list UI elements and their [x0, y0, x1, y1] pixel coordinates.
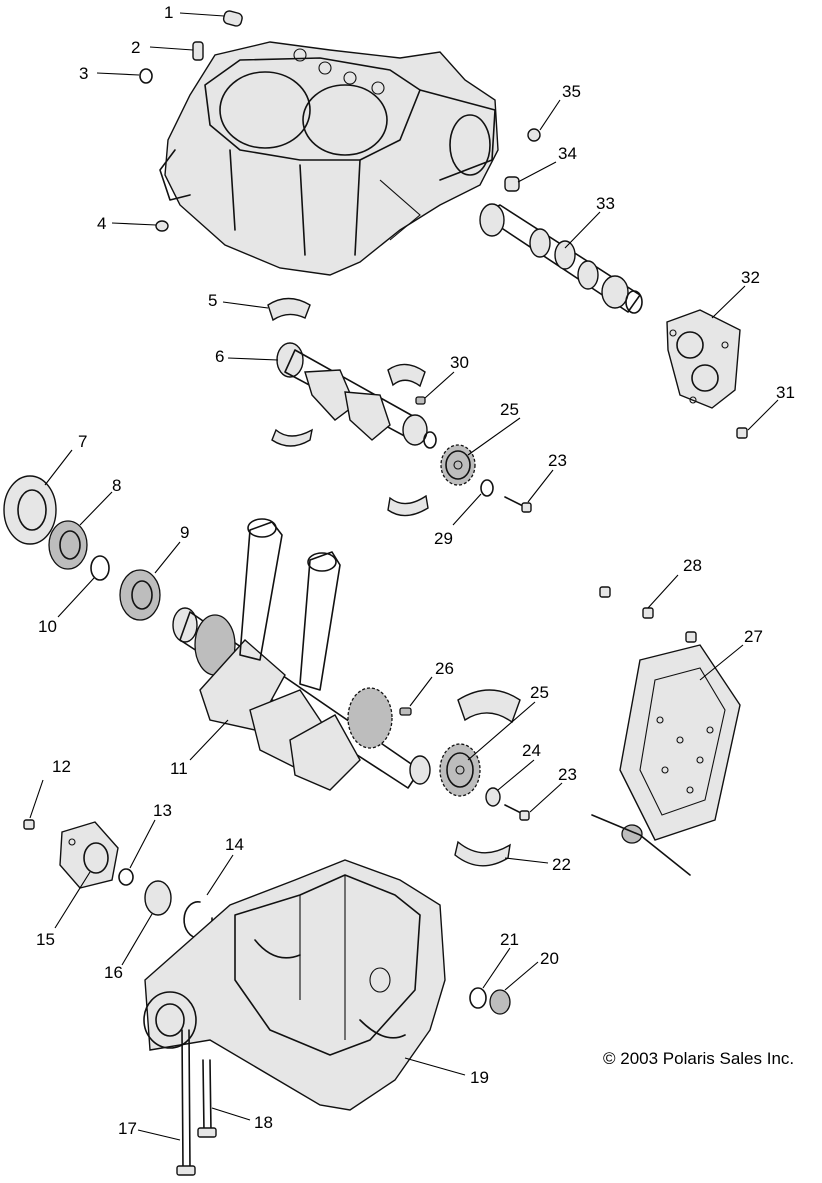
screw-28-c	[685, 631, 697, 643]
seal-8	[48, 520, 88, 570]
callout-31: 31	[776, 383, 795, 402]
oil-pump-15	[59, 821, 119, 889]
oil-seal-7	[3, 475, 57, 545]
bolt-23-lower	[504, 804, 530, 821]
callout-35: 35	[562, 82, 581, 101]
callout-labels: 1 2 3 4 5 6 7 8 9 10 11 12 13 14 15 16 1…	[36, 3, 795, 1138]
callout-17: 17	[118, 1119, 137, 1138]
callout-26: 26	[435, 659, 454, 678]
o-ring-13	[118, 868, 134, 886]
callout-33: 33	[596, 194, 615, 213]
plug-35	[527, 128, 541, 142]
callout-34: 34	[558, 144, 577, 163]
upper-crankcase	[159, 41, 499, 276]
key-30	[415, 396, 426, 405]
nut-4	[155, 220, 169, 232]
lower-crankcase-19	[143, 859, 446, 1111]
gear-25-upper	[440, 444, 476, 486]
callout-3: 3	[79, 64, 88, 83]
dowel-pin-2	[192, 41, 204, 61]
plug-16	[144, 880, 172, 916]
callout-14: 14	[225, 835, 244, 854]
bolt-12	[23, 819, 35, 830]
callout-23-lower: 23	[558, 765, 577, 784]
leader-lines	[29, 12, 779, 1141]
copyright-notice: © 2003 Polaris Sales Inc.	[603, 1049, 794, 1068]
callout-12: 12	[52, 757, 71, 776]
washer-29	[480, 479, 494, 497]
callout-25-lower: 25	[530, 683, 549, 702]
callout-25-upper: 25	[500, 400, 519, 419]
bearing-shell-upper-right	[387, 363, 426, 388]
callout-4: 4	[97, 214, 106, 233]
callout-27: 27	[744, 627, 763, 646]
callout-18: 18	[254, 1113, 273, 1132]
callout-7: 7	[78, 432, 87, 451]
callout-32: 32	[741, 268, 760, 287]
bolt-23-upper	[504, 496, 532, 513]
bearing-shell-lower-mid	[387, 494, 429, 517]
camshaft-33	[479, 203, 643, 314]
callout-24: 24	[522, 741, 541, 760]
callout-21: 21	[500, 930, 519, 949]
screw-28-b	[642, 607, 654, 619]
plug-20	[489, 989, 511, 1015]
o-ring-3	[139, 68, 153, 84]
plug-34	[504, 176, 520, 192]
callout-30: 30	[450, 353, 469, 372]
callout-10: 10	[38, 617, 57, 636]
callout-1: 1	[164, 3, 173, 22]
bearing-shell-22	[454, 840, 511, 867]
ring-10	[90, 555, 110, 581]
gear-25-lower	[439, 743, 481, 797]
callout-22: 22	[552, 855, 571, 874]
callout-16: 16	[104, 963, 123, 982]
screw-31	[736, 427, 748, 439]
callout-11: 11	[170, 759, 188, 778]
callout-9: 9	[180, 523, 189, 542]
callout-8: 8	[112, 476, 121, 495]
callout-15: 15	[36, 930, 55, 949]
callout-28: 28	[683, 556, 702, 575]
bearing-shell-right	[457, 689, 521, 724]
dowel-pin-1	[222, 10, 243, 27]
callout-29: 29	[434, 529, 453, 548]
callout-23-upper: 23	[548, 451, 567, 470]
screw-28-a	[599, 586, 611, 598]
plate-32	[666, 309, 741, 409]
callout-19: 19	[470, 1068, 489, 1087]
bolt-17	[176, 1029, 196, 1176]
callout-13: 13	[153, 801, 172, 820]
strainer-27	[591, 644, 741, 876]
washer-24	[485, 787, 501, 807]
callout-6: 6	[215, 347, 224, 366]
bearing-shell-lower-left	[271, 428, 313, 447]
bearing-9	[119, 569, 161, 621]
callout-20: 20	[540, 949, 559, 968]
crankshaft-11	[172, 518, 431, 791]
washer-21	[469, 987, 487, 1009]
bolt-18	[197, 1059, 217, 1138]
balance-shaft-6	[276, 342, 437, 449]
key-26	[399, 707, 412, 716]
callout-5: 5	[208, 291, 217, 310]
bearing-shell-5	[267, 297, 311, 322]
callout-2: 2	[131, 38, 140, 57]
